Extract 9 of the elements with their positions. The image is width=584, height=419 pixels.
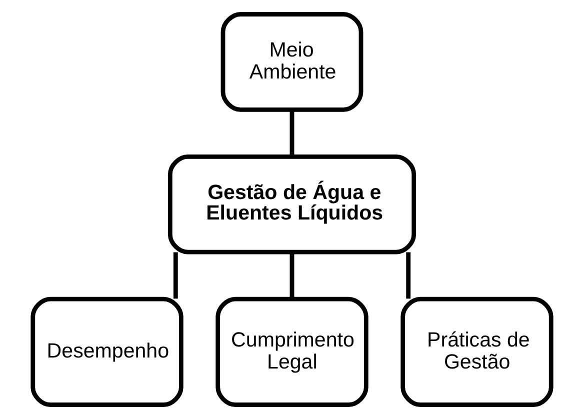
node-box: Práticas de Gestão <box>400 296 554 407</box>
connector <box>173 252 178 299</box>
node-box: Gestão de Água e Eluentes Líquidos <box>168 154 416 254</box>
connector <box>290 252 294 299</box>
connector <box>406 252 411 299</box>
node-box: Meio Ambiente <box>220 12 364 112</box>
node-box: Desempenho <box>30 296 184 407</box>
node-box: Cumprimento Legal <box>216 296 368 407</box>
connector <box>290 110 294 156</box>
